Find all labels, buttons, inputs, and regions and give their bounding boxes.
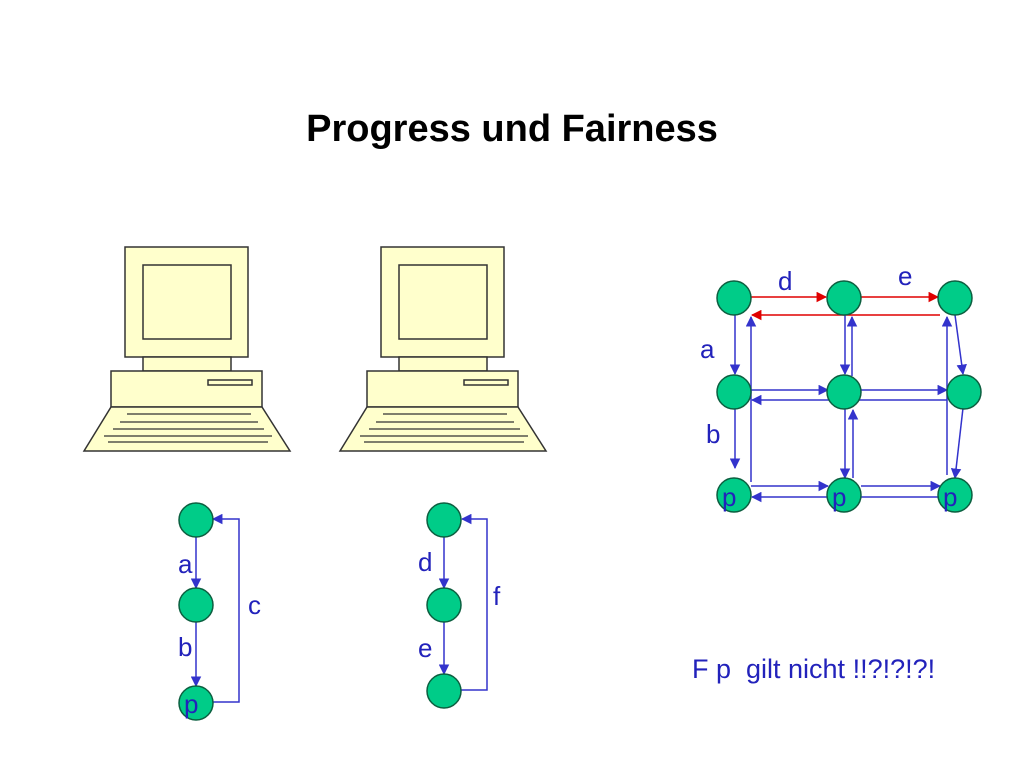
edge-label: d [418, 547, 432, 577]
process-1-graph: a b c p [178, 502, 261, 721]
process-2-graph: d e f [418, 502, 501, 709]
state-node [937, 280, 973, 316]
state-node [937, 477, 973, 513]
computer-icon [82, 246, 292, 452]
edge-label: c [248, 590, 261, 620]
state-node [826, 280, 862, 316]
state-node [426, 587, 462, 623]
edge-label: f [493, 581, 501, 611]
state-node [716, 280, 752, 316]
state-node [426, 502, 462, 538]
product-graph: d e a b p p p [700, 261, 982, 513]
edge-label: b [706, 419, 720, 449]
edge-label: a [700, 334, 715, 364]
state-node [178, 502, 214, 538]
state-node [178, 587, 214, 623]
state-label: p [943, 482, 957, 512]
edge-label: d [778, 266, 792, 296]
state-node [716, 374, 752, 410]
state-label: p [832, 482, 846, 512]
edge-label: b [178, 632, 192, 662]
state-node [946, 374, 982, 410]
caption-text: F p gilt nicht !!?!?!?! [692, 654, 936, 684]
edge-label: e [418, 633, 432, 663]
edge-label: e [898, 261, 912, 291]
slide-title: Progress und Fairness [306, 108, 718, 150]
computer-icon [338, 246, 548, 452]
state-node [826, 374, 862, 410]
state-label: p [184, 689, 198, 719]
state-label: p [722, 482, 736, 512]
state-node [716, 477, 752, 513]
state-node [178, 685, 214, 721]
edge-c [211, 513, 240, 703]
state-node [826, 477, 862, 513]
edge-label: a [178, 549, 193, 579]
edge-f [460, 513, 488, 691]
state-node [426, 673, 462, 709]
